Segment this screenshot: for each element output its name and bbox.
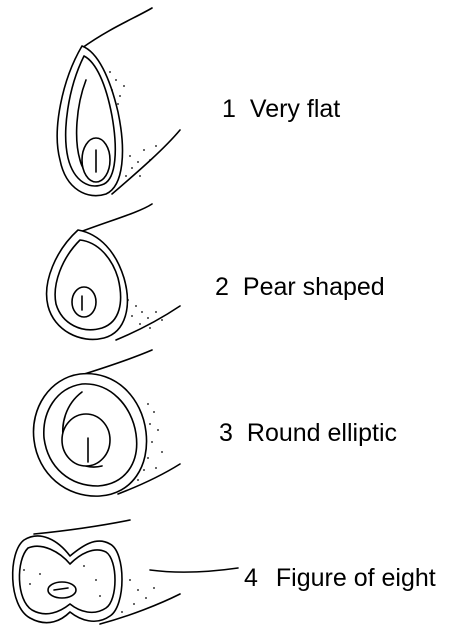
label-number: 2 [215,273,229,301]
cross-section-4-figure-of-eight [13,520,238,624]
cross-section-2-pear-shaped [47,204,180,340]
label-very-flat: 1 Very flat [222,97,340,122]
cross-section-1-very-flat [57,8,180,196]
label-text: Round elliptic [247,419,397,447]
label-text: Figure of eight [276,564,436,592]
label-figure-of-eight: 4 Figure of eight [244,566,436,591]
label-round-elliptic: 3 Round elliptic [219,421,397,446]
label-number: 3 [219,419,233,447]
label-number: 1 [222,95,236,123]
label-number: 4 [244,564,258,592]
stipple-shading-2 [127,299,163,329]
label-pear-shaped: 2 Pear shaped [215,275,385,300]
label-text: Very flat [250,95,340,123]
label-text: Pear shaped [243,273,385,301]
cross-section-3-round-elliptic [33,350,180,496]
